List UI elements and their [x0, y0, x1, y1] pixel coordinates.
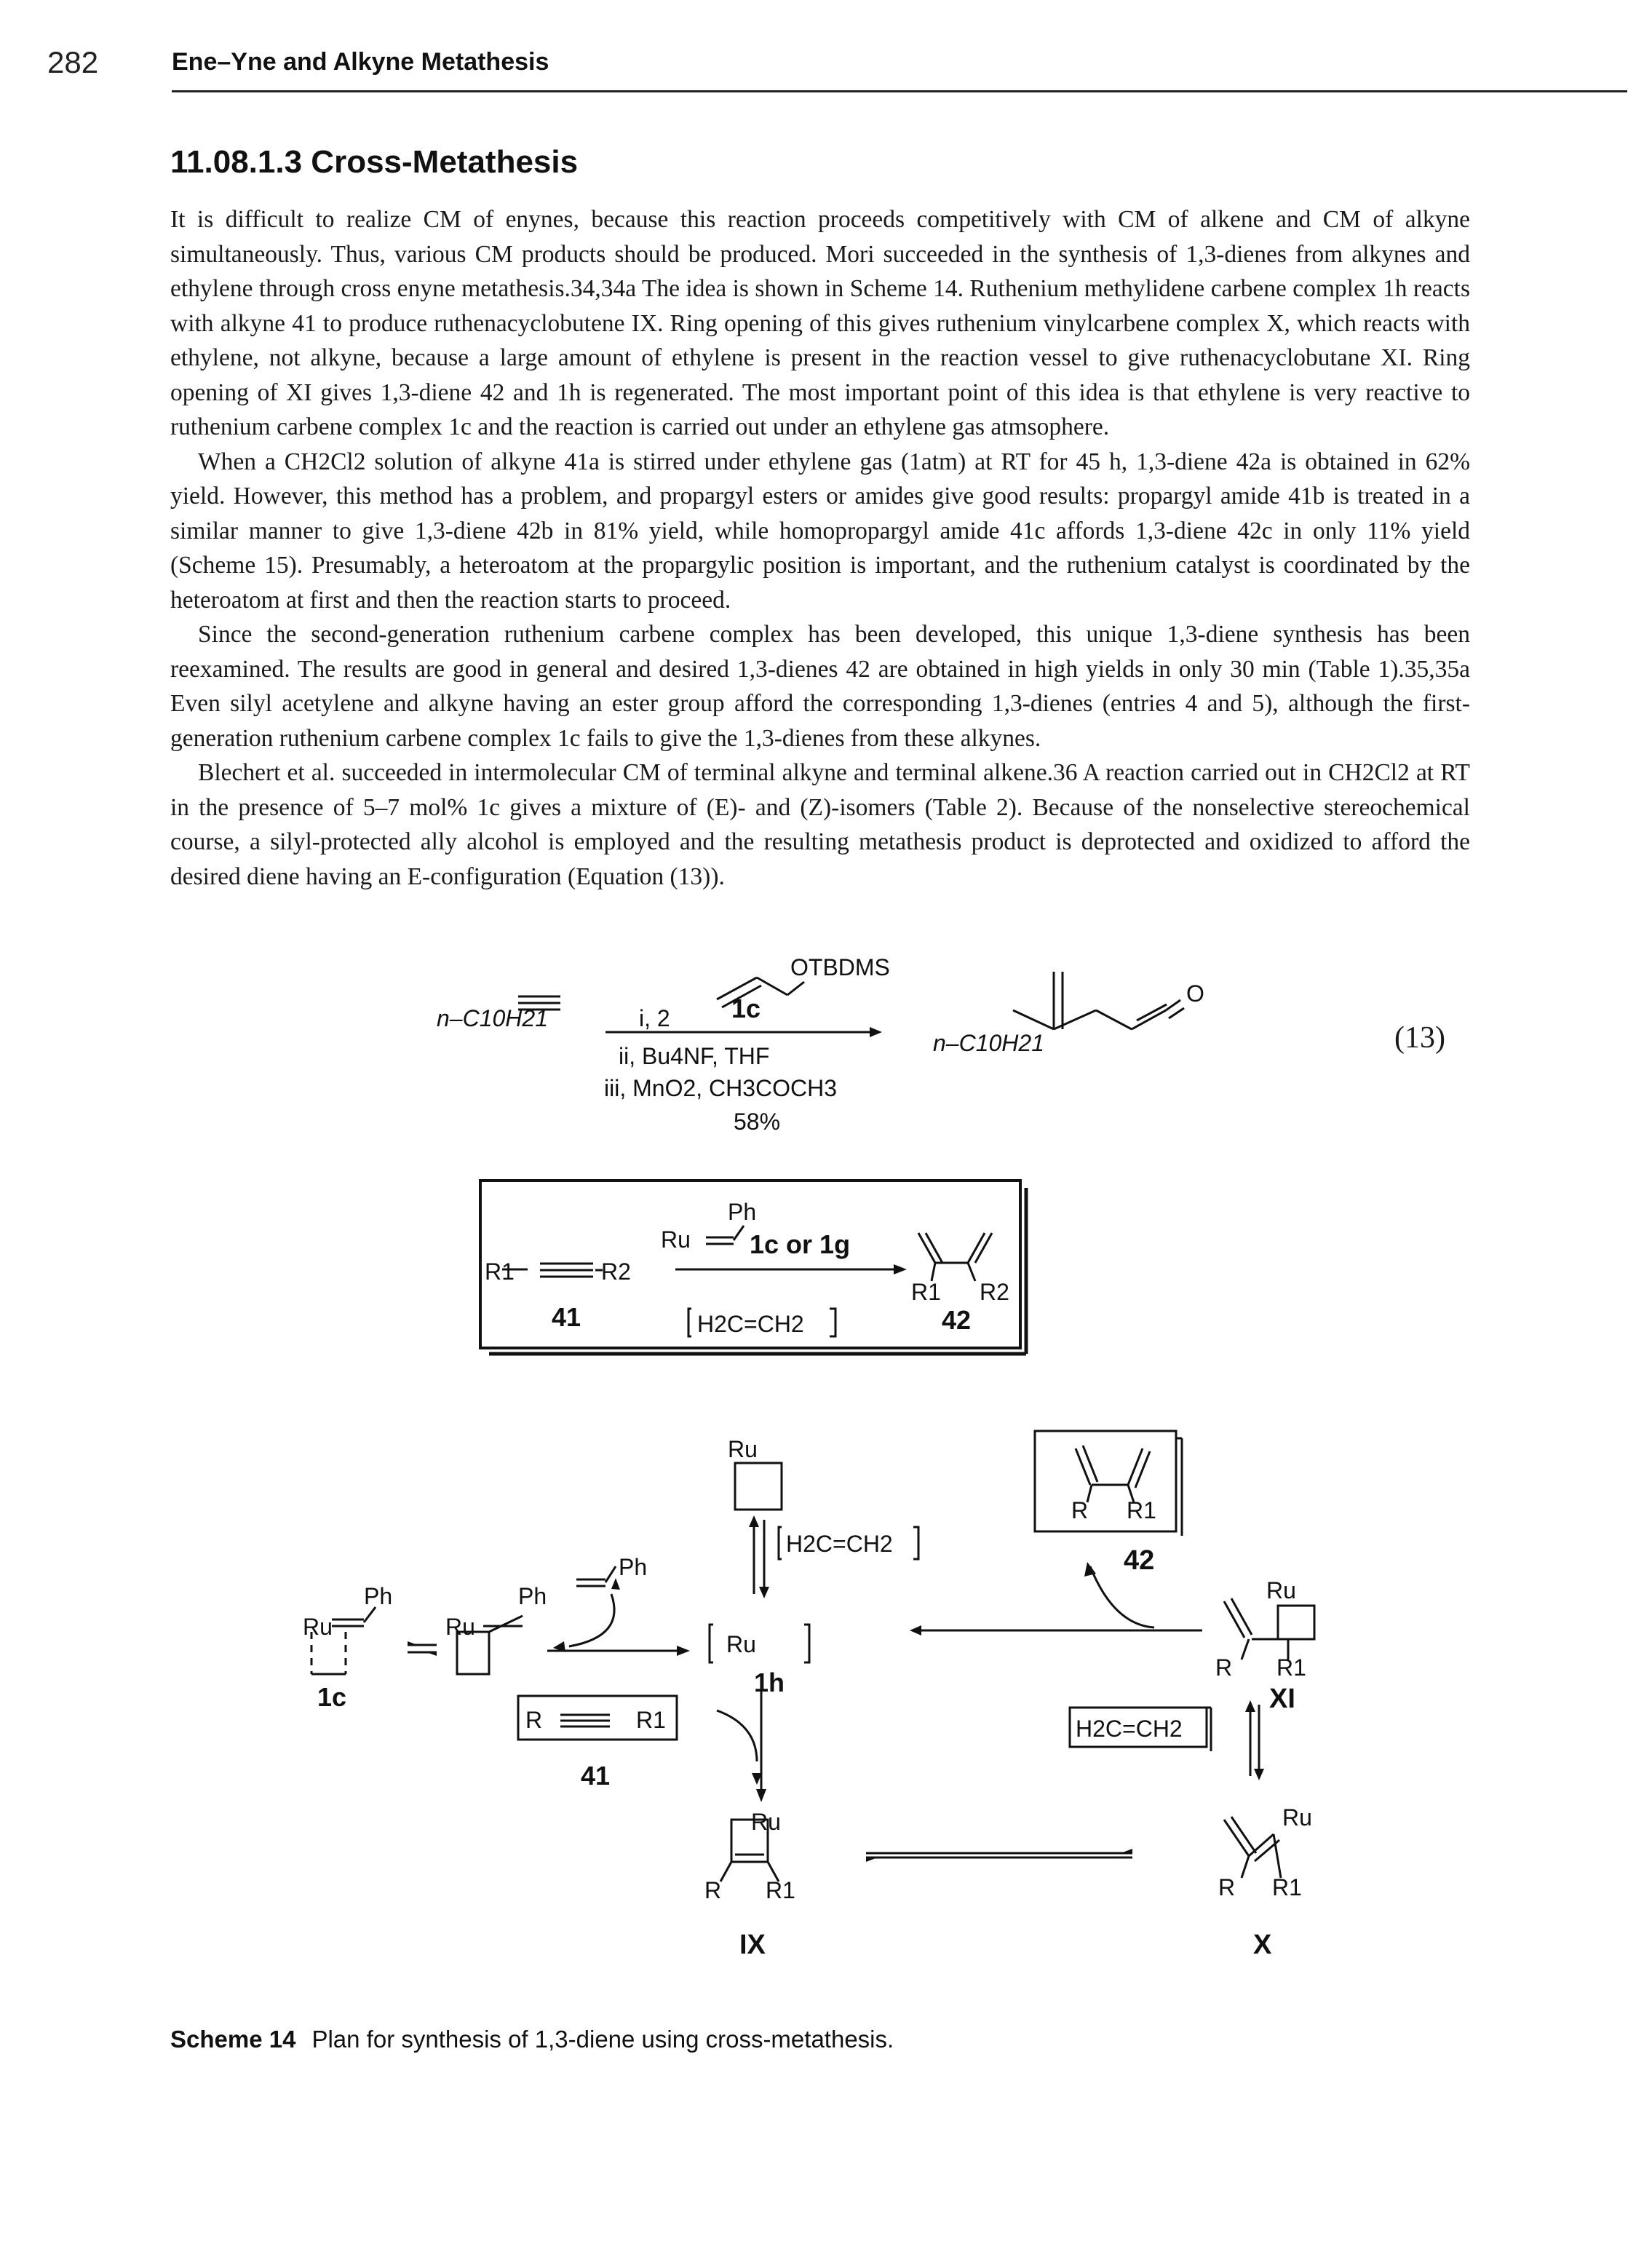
cycle-top-ru: Ru: [728, 1436, 758, 1462]
header-rule: [172, 90, 1627, 92]
page-number: 282: [47, 45, 99, 79]
box-ph: Ph: [728, 1199, 756, 1225]
box-catalyst: 1c or 1g: [750, 1229, 850, 1259]
cycle-XI-r: R: [1215, 1654, 1232, 1681]
box-r2: R2: [601, 1258, 631, 1285]
paragraph-4: Blechert et al. succeeded in intermolecu…: [170, 759, 1470, 890]
eq13-reagent-otbdms: OTBDMS: [790, 954, 890, 980]
cycle-IX-r1: R1: [766, 1877, 795, 1903]
caption-text: Plan for synthesis of 1,3-diene using cr…: [311, 2026, 894, 2053]
eq13-product: n–C10H21: [933, 1030, 1044, 1056]
running-title: Ene–Yne and Alkyne Metathesis: [172, 48, 549, 76]
cycle-label-41: 41: [581, 1761, 610, 1791]
cycle-ethylene: H2C=CH2: [786, 1531, 893, 1557]
eq13-reactant: n–C10H21: [437, 1005, 548, 1031]
eq13-reagent-ii: ii, Bu4NF, THF: [619, 1043, 769, 1069]
eq13-product-oxygen: O: [1186, 980, 1204, 1007]
paragraph-1: It is difficult to realize CM of enynes,…: [170, 206, 1470, 440]
cycle-XI-ru: Ru: [1266, 1577, 1296, 1603]
cycle-metallacycle-ru: Ru: [445, 1614, 475, 1640]
cycle-metallacycle-ph: Ph: [518, 1583, 547, 1609]
cycle-41-r: R: [525, 1707, 542, 1733]
equation-number: (13): [1394, 1021, 1445, 1055]
cycle-X-r: R: [1218, 1874, 1235, 1900]
body-text: It is difficult to realize CM of enynes,…: [170, 202, 1470, 894]
cycle-X-r1: R1: [1272, 1874, 1302, 1900]
cycle-label-1c: 1c: [317, 1682, 346, 1712]
cycle-XI-r1: R1: [1276, 1654, 1306, 1681]
box-ethylene: H2C=CH2: [697, 1311, 804, 1337]
eq13-reagent-i: i, 2: [639, 1005, 670, 1031]
cycle-IX-ru: Ru: [751, 1809, 781, 1835]
box-product-r2: R2: [980, 1279, 1009, 1305]
box-ru: Ru: [661, 1226, 691, 1253]
cycle-X-ru: Ru: [1282, 1804, 1312, 1831]
box-product-r1: R1: [911, 1279, 941, 1305]
box-label-41: 41: [552, 1302, 581, 1332]
box-label-42: 42: [942, 1305, 971, 1335]
box-r1: R1: [485, 1258, 515, 1285]
cycle-label-IX: IX: [739, 1930, 766, 1960]
cycle-1h-ru: Ru: [726, 1631, 756, 1657]
cycle-41-r1: R1: [636, 1707, 666, 1733]
cycle-IX-r: R: [704, 1877, 721, 1903]
paragraph-3: Since the second-generation ruthenium ca…: [170, 621, 1470, 752]
cycle-label-X: X: [1253, 1930, 1272, 1960]
eq13-yield: 58%: [734, 1109, 780, 1135]
eq13-reagent-iii: iii, MnO2, CH3COCH3: [604, 1075, 837, 1101]
cycle-42-r1: R1: [1127, 1497, 1156, 1523]
cycle-label-42: 42: [1124, 1545, 1154, 1576]
cycle-label-XI: XI: [1269, 1684, 1295, 1714]
cycle-label-1h: 1h: [754, 1668, 785, 1697]
cycle-styrene-ph: Ph: [619, 1554, 647, 1580]
cycle-ethylene-right: H2C=CH2: [1076, 1716, 1183, 1742]
cycle-42-r: R: [1071, 1497, 1088, 1523]
paragraph-2: When a CH2Cl2 solution of alkyne 41a is …: [170, 448, 1470, 614]
scheme-caption: Scheme 14 Plan for synthesis of 1,3-diene…: [170, 2026, 894, 2053]
cycle-1c-ru: Ru: [303, 1614, 333, 1640]
section-heading: 11.08.1.3 Cross-Metathesis: [170, 144, 579, 180]
cycle-1c-ph: Ph: [364, 1583, 392, 1609]
caption-label: Scheme 14: [170, 2026, 296, 2053]
eq13-catalyst: 1c: [731, 994, 761, 1023]
